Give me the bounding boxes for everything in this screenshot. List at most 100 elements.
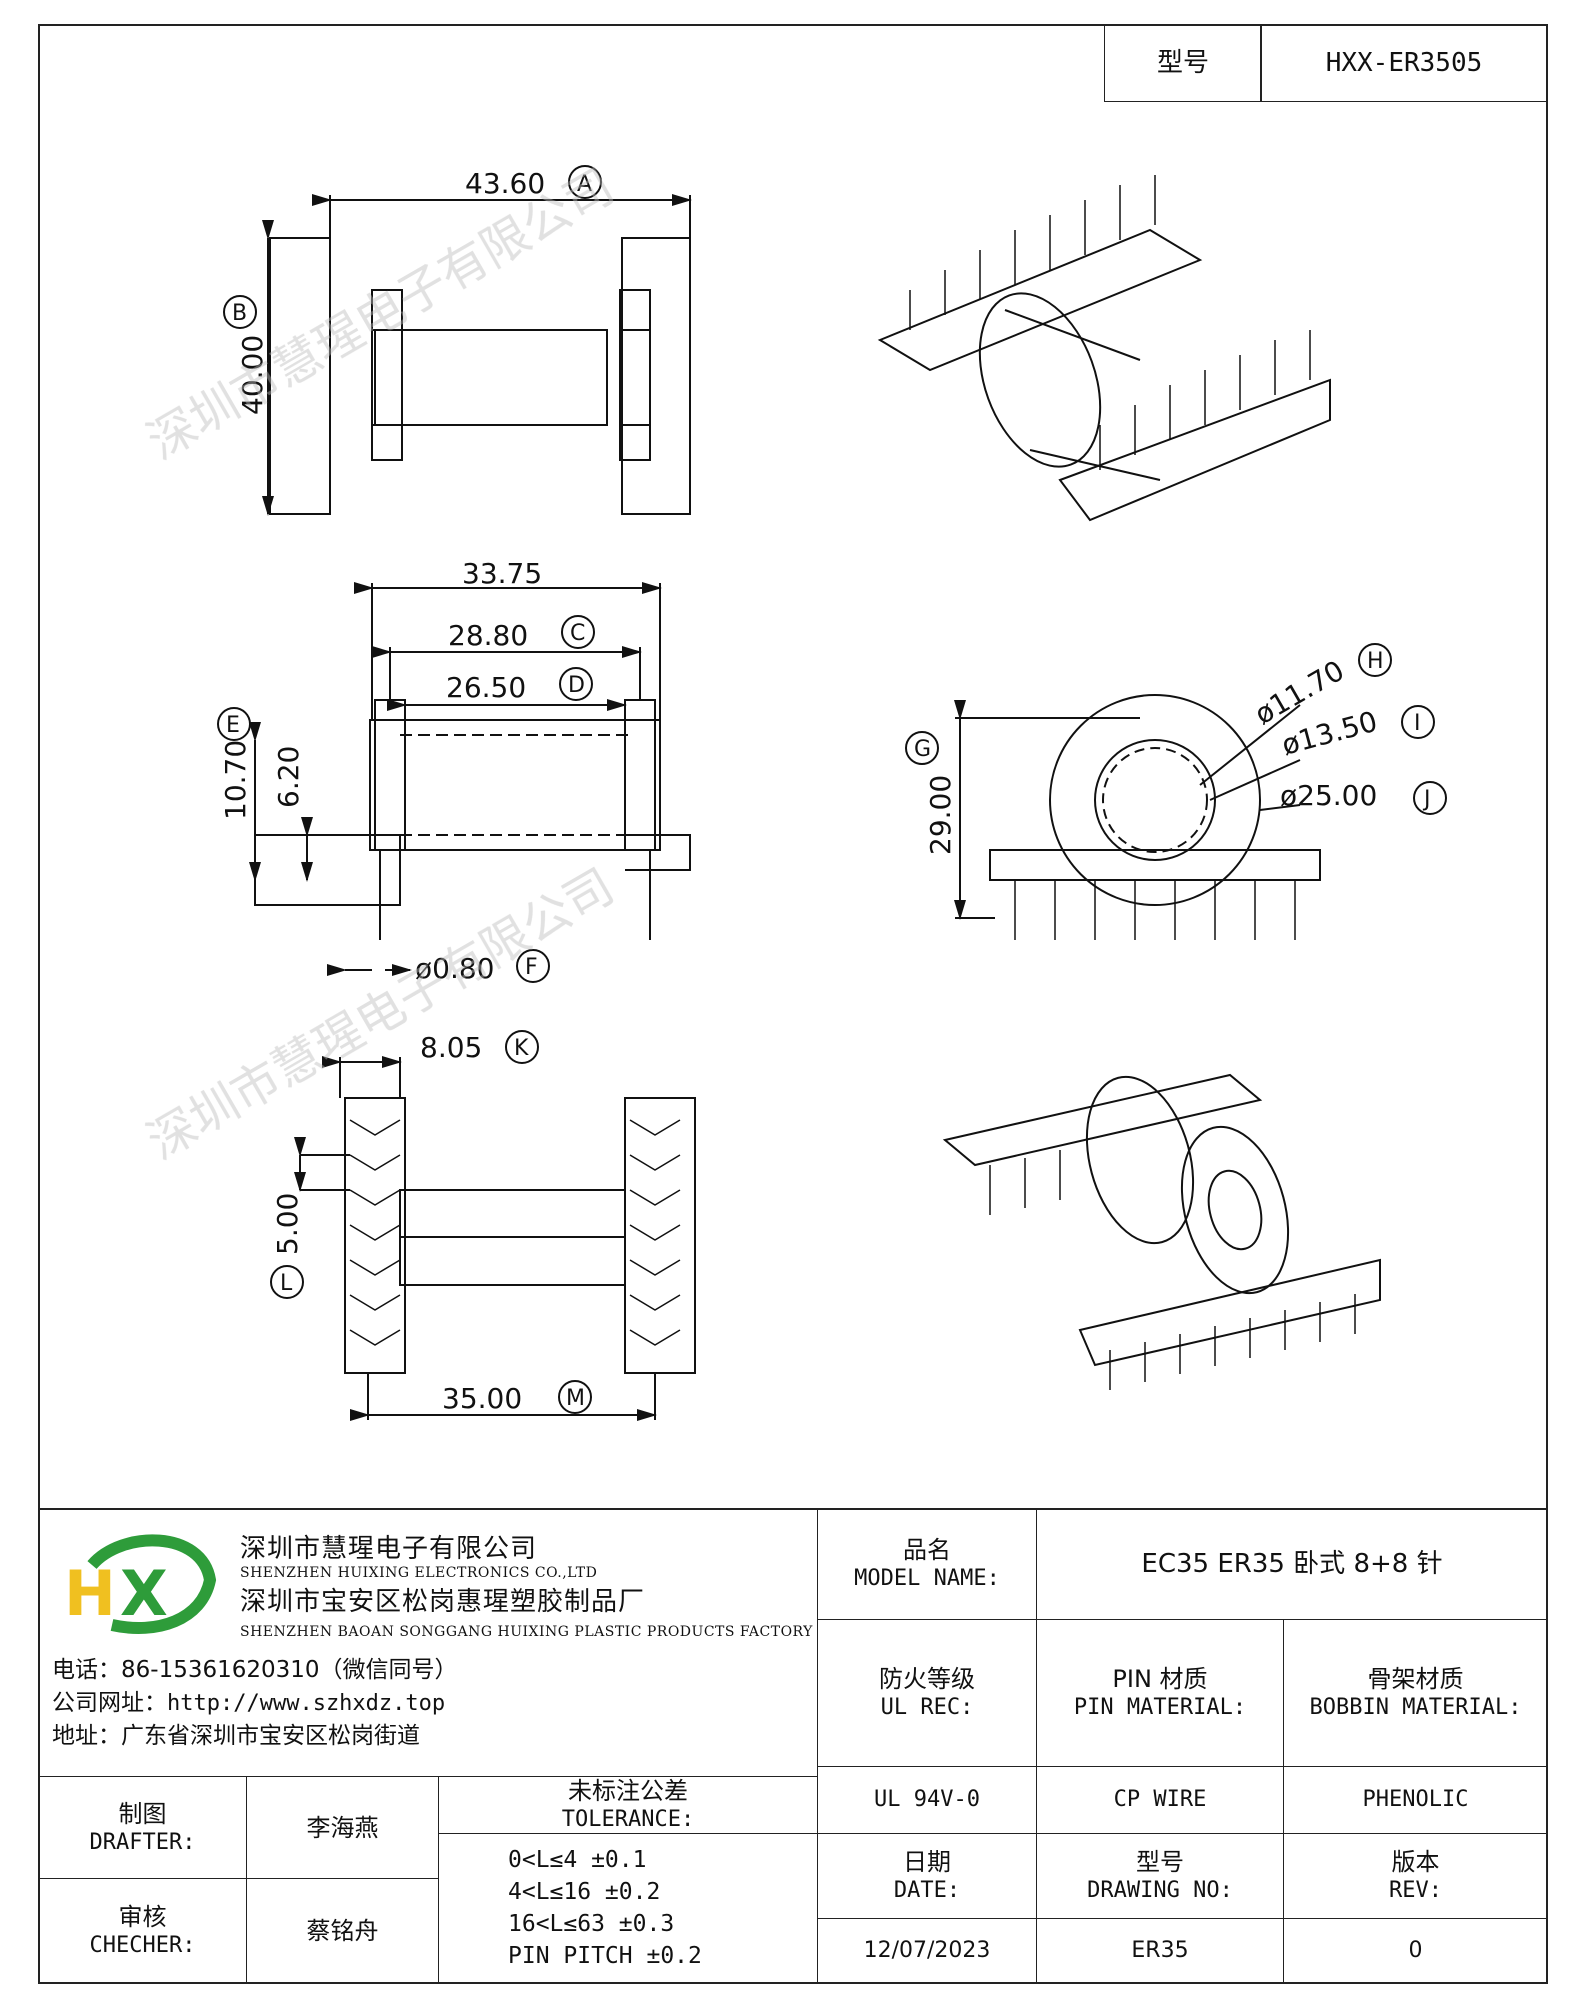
dim-a-tag: A	[577, 172, 592, 197]
ul-rec-value-text: UL 94V-0	[874, 1787, 980, 1813]
dim-d-tag: D	[568, 673, 585, 698]
company-name-cn: 深圳市慧瑆电子有限公司	[240, 1534, 538, 1564]
rev-value: 0	[1283, 1918, 1548, 1984]
rev-en: REV:	[1389, 1878, 1442, 1904]
dim-b-value: 40.00	[236, 335, 269, 415]
dim-inner-height: 6.20	[272, 746, 305, 808]
model-label-text: 型号	[1156, 47, 1209, 78]
watermark-1: 深圳市慧瑆电子有限公司	[138, 158, 623, 471]
dim-a-value: 43.60	[465, 167, 545, 200]
factory-name-en: SHENZHEN BAOAN SONGGANG HUIXING PLASTIC …	[240, 1624, 813, 1640]
pin-material-value-text: CP WIRE	[1113, 1787, 1207, 1813]
drawing-no-label: 型号 DRAWING NO:	[1036, 1833, 1284, 1919]
checker-name-text: 蔡铭舟	[306, 1917, 379, 1945]
side-view	[954, 694, 1321, 940]
checker-label: 审核 CHECHER:	[38, 1878, 247, 1984]
dim-k-value: 8.05	[420, 1031, 482, 1064]
dim-f-tag: F	[525, 955, 538, 980]
dim-d-value: 26.50	[446, 671, 526, 704]
bobbin-material-label: 骨架材质 BOBBIN MATERIAL:	[1283, 1619, 1548, 1767]
date-cn: 日期	[903, 1848, 951, 1877]
dim-e-tag: E	[226, 713, 240, 738]
tolerance-values	[438, 1833, 818, 1984]
model-value-text: HXX-ER3505	[1325, 47, 1483, 78]
isometric-view-top	[877, 175, 1331, 522]
drawing-no-en: DRAWING NO:	[1087, 1878, 1233, 1904]
pin-material-en: PIN MATERIAL:	[1073, 1695, 1247, 1721]
date-label: 日期 DATE:	[817, 1833, 1037, 1919]
pin-material-cn: PIN 材质	[1112, 1665, 1208, 1694]
tolerance-item: PIN PITCH ±0.2	[508, 1943, 702, 1969]
address: 地址：广东省深圳市宝安区松岗街道	[52, 1723, 420, 1749]
pin-material-value: CP WIRE	[1036, 1766, 1284, 1834]
isometric-view-bottom	[942, 1073, 1381, 1390]
drafter-cn: 制图	[118, 1799, 167, 1828]
dim-m-tag: M	[566, 1386, 585, 1411]
dim-i-tag: I	[1414, 711, 1421, 736]
model-name-value: EC35 ER35 卧式 8+8 针	[1036, 1508, 1548, 1620]
rev-label: 版本 REV:	[1283, 1833, 1548, 1919]
tolerance-label: 未标注公差 TOLERANCE:	[438, 1776, 818, 1834]
tolerance-item: 4<L≤16 ±0.2	[508, 1879, 661, 1905]
dim-c-tag: C	[570, 621, 585, 646]
model-name-en: MODEL NAME:	[854, 1566, 1000, 1592]
header-model-label: 型号	[1104, 24, 1262, 102]
drafter-label: 制图 DRAFTER:	[38, 1776, 247, 1879]
tolerance-item: 0<L≤4 ±0.1	[508, 1847, 647, 1873]
website-link[interactable]: http://www.szhxdz.top	[167, 1691, 446, 1716]
bobbin-material-en: BOBBIN MATERIAL:	[1309, 1695, 1522, 1721]
tolerance-list: 0<L≤4 ±0.1 4<L≤16 ±0.2 16<L≤63 ±0.3 PIN …	[508, 1844, 702, 1972]
logo: H X	[52, 1525, 217, 1640]
title-block-top-line	[38, 1508, 1548, 1510]
dim-j-value: ø25.00	[1280, 779, 1377, 812]
checker-name: 蔡铭舟	[246, 1878, 439, 1984]
dim-j-tag: J	[1422, 787, 1431, 812]
dim-l-value: 5.00	[271, 1193, 304, 1255]
tolerance-item: 16<L≤63 ±0.3	[508, 1911, 675, 1937]
drawing-no-cn: 型号	[1136, 1848, 1184, 1877]
dim-k-tag: K	[514, 1036, 529, 1061]
bottom-view	[294, 1056, 696, 1421]
bobbin-material-cn: 骨架材质	[1367, 1665, 1464, 1694]
ul-rec-en: UL REC:	[880, 1695, 974, 1721]
bobbin-material-value-text: PHENOLIC	[1362, 1787, 1469, 1813]
website-line: 公司网址：http://www.szhxdz.top	[52, 1687, 458, 1720]
dim-l-tag: L	[280, 1271, 293, 1296]
drawing-no-value-text: ER35	[1131, 1938, 1189, 1964]
dim-e-value: 10.70	[219, 740, 252, 820]
drafter-name-text: 李海燕	[306, 1813, 379, 1842]
drawing-no-value: ER35	[1036, 1918, 1284, 1984]
dim-c-value: 28.80	[448, 619, 528, 652]
tolerance-cn: 未标注公差	[568, 1777, 688, 1806]
pin-material-label: PIN 材质 PIN MATERIAL:	[1036, 1619, 1284, 1767]
rev-value-text: 0	[1408, 1938, 1423, 1964]
dim-f-value: ø0.80	[415, 952, 494, 985]
dim-h-tag: H	[1367, 649, 1384, 674]
model-name-value-text: EC35 ER35 卧式 8+8 针	[1141, 1548, 1443, 1579]
dim-g-tag: G	[914, 737, 931, 762]
dim-b-tag: B	[232, 301, 247, 326]
date-value: 12/07/2023	[817, 1918, 1037, 1984]
tolerance-en: TOLERANCE:	[561, 1807, 695, 1833]
website-label: 公司网址：	[52, 1690, 167, 1716]
dim-overall-width: 33.75	[462, 557, 542, 590]
front-view	[249, 582, 691, 976]
ul-rec-cn: 防火等级	[879, 1665, 975, 1694]
checker-cn: 审核	[118, 1903, 167, 1932]
technical-drawing: 43.60 A B 40.00 33.75 28.80 C 26.50 D E …	[138, 158, 1447, 1421]
dim-g-value: 29.00	[924, 775, 957, 855]
model-name-label: 品名 MODEL NAME:	[817, 1508, 1037, 1620]
date-en: DATE:	[893, 1878, 961, 1904]
phone: 电话：86-15361620310（微信同号）	[52, 1657, 458, 1683]
drafter-name: 李海燕	[246, 1776, 439, 1879]
ul-rec-value: UL 94V-0	[817, 1766, 1037, 1834]
header-model-value: HXX-ER3505	[1260, 24, 1548, 102]
svg-text:H: H	[64, 1557, 116, 1630]
dim-m-value: 35.00	[442, 1382, 522, 1415]
drafter-en: DRAFTER:	[89, 1829, 196, 1855]
date-value-text: 12/07/2023	[863, 1938, 991, 1964]
top-view	[262, 194, 692, 516]
company-name-en: SHENZHEN HUIXING ELECTRONICS CO.,LTD	[240, 1565, 598, 1581]
svg-text:X: X	[120, 1557, 168, 1630]
factory-name-cn: 深圳市宝安区松岗惠瑆塑胶制品厂	[240, 1587, 646, 1617]
